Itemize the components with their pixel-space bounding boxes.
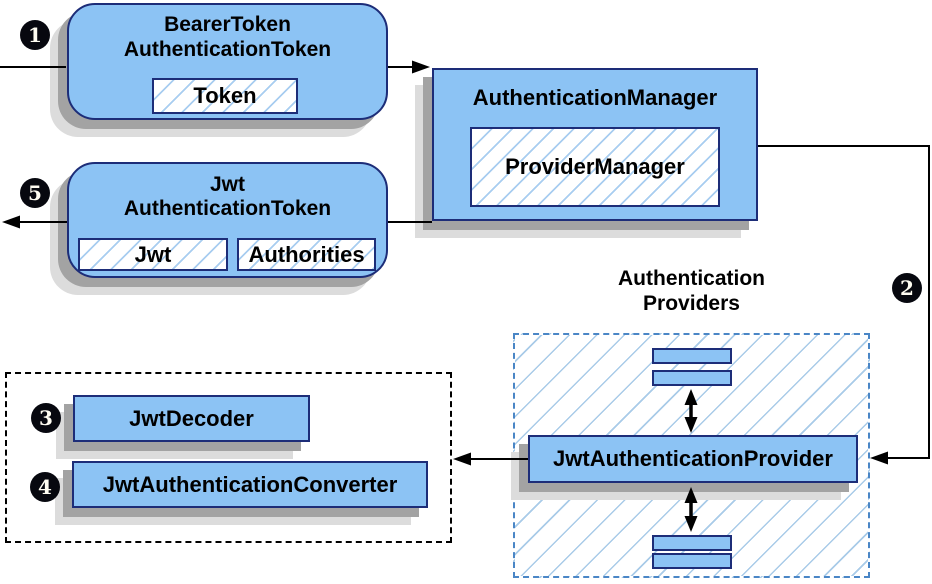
jwt-chip-label: Jwt — [134, 241, 172, 267]
jwt-token-box-title-line1: Jwt — [209, 173, 245, 196]
authentication-manager-box: AuthenticationManager ProviderManager — [432, 68, 758, 221]
authentication-providers-label: Authentication Providers — [513, 266, 870, 316]
authentication-providers-label-line2: Providers — [643, 292, 740, 315]
step-5-badge: 5 — [20, 178, 50, 208]
bearer-token-box-title-line2: AuthenticationToken — [123, 38, 332, 61]
provider-manager-box: ProviderManager — [470, 127, 720, 207]
token-chip-label: Token — [193, 83, 257, 108]
authorities-chip: Authorities — [237, 238, 376, 271]
bearer-token-box-title: BearerToken AuthenticationToken — [69, 5, 386, 62]
jwt-authentication-provider-label: JwtAuthenticationProvider — [553, 446, 833, 471]
bearer-token-box-title-line1: BearerToken — [164, 13, 291, 36]
jwt-authentication-token-box: Jwt AuthenticationToken Jwt Authorities — [67, 162, 388, 278]
step-3-badge: 3 — [31, 403, 61, 433]
authentication-manager-title: AuthenticationManager — [472, 85, 718, 110]
jwt-token-box-title: Jwt AuthenticationToken — [69, 164, 386, 221]
authorities-chip-label: Authorities — [248, 241, 365, 267]
jwt-decoder-label: JwtDecoder — [129, 405, 254, 431]
provider-stub-bar-top-2 — [652, 370, 732, 386]
provider-stub-bar-top-1 — [652, 348, 732, 364]
jwt-chip: Jwt — [78, 238, 228, 271]
jwt-token-box-title-line2: AuthenticationToken — [123, 197, 332, 220]
token-chip: Token — [152, 78, 298, 114]
provider-manager-label: ProviderManager — [505, 154, 685, 179]
jwt-decoder-box: JwtDecoder — [73, 395, 310, 442]
bearer-to-manager-arrow — [388, 60, 430, 74]
provider-stub-bar-bottom-1 — [652, 535, 732, 551]
step-4-badge: 4 — [30, 472, 60, 502]
authentication-providers-label-line1: Authentication — [618, 267, 765, 290]
step-1-badge: 1 — [20, 20, 50, 50]
jwt-token-out-arrow — [2, 215, 67, 229]
jwt-authentication-converter-box: JwtAuthenticationConverter — [72, 461, 428, 508]
jwt-authentication-converter-label: JwtAuthenticationConverter — [102, 471, 398, 497]
provider-stub-bar-bottom-2 — [652, 553, 732, 569]
step-2-badge: 2 — [892, 273, 922, 303]
jwt-authentication-provider-box: JwtAuthenticationProvider — [528, 435, 858, 483]
bearer-token-authentication-token-box: BearerToken AuthenticationToken Token — [67, 3, 388, 120]
